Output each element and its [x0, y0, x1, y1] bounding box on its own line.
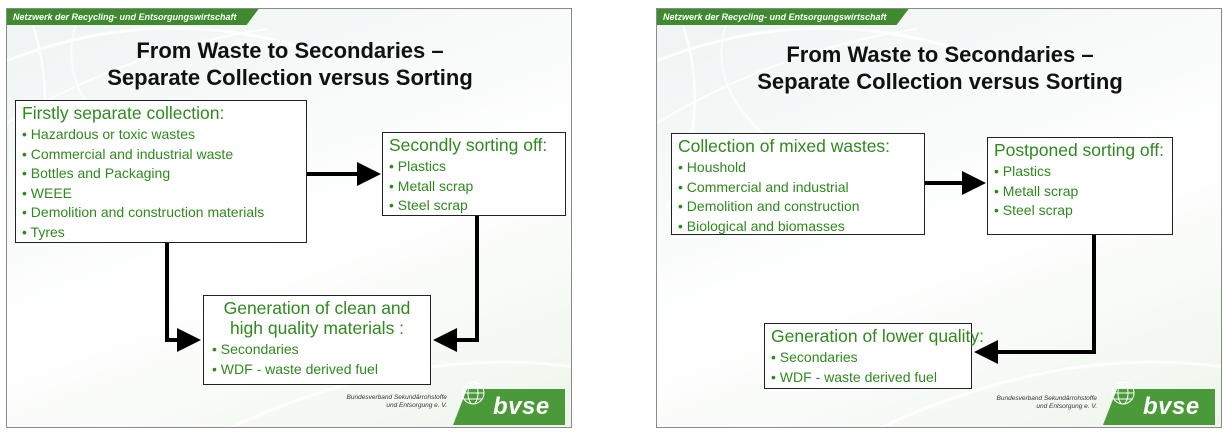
- box-separate-collection: Firstly separate collection: Hazardous o…: [15, 100, 307, 243]
- box-heading: Generation of lower quality:: [771, 326, 985, 346]
- result-list: Secondaries WDF - waste derived fuel: [771, 348, 965, 387]
- network-tag: Netzwerk der Recycling- und Entsorgungsw…: [7, 9, 259, 25]
- slide-mixed-collection: Netzwerk der Recycling- und Entsorgungsw…: [656, 8, 1222, 428]
- list-item: Metall scrap: [389, 177, 559, 197]
- sorting-list: Plastics Metall scrap Steel scrap: [994, 162, 1166, 221]
- box-heading-line-1: Generation of clean and: [223, 298, 411, 318]
- association-line-2: und Entsorgung e. V.: [1036, 403, 1097, 410]
- list-item: Biological and biomasses: [678, 217, 918, 237]
- list-item: Demolition and construction: [678, 197, 918, 217]
- list-item: Tyres: [22, 223, 300, 243]
- network-tag: Netzwerk der Recycling- und Entsorgungsw…: [657, 9, 909, 25]
- logo-wordmark: bvse: [493, 393, 550, 420]
- list-item: WDF - waste derived fuel: [210, 360, 424, 380]
- slide-separate-collection: Netzwerk der Recycling- und Entsorgungsw…: [6, 8, 572, 428]
- list-item: Secondaries: [771, 348, 965, 368]
- association-line-1: Bundesverband Sekundärrohstoffe: [346, 394, 447, 401]
- sorting-list: Plastics Metall scrap Steel scrap: [389, 157, 559, 216]
- list-item: Demolition and construction materials: [22, 203, 300, 223]
- list-item: Steel scrap: [389, 196, 559, 216]
- title-line-1: From Waste to Secondaries –: [786, 42, 1094, 67]
- flow-arrows: [925, 171, 1096, 364]
- logo-wordmark: bvse: [1143, 393, 1200, 420]
- association-name: Bundesverband Sekundärrohstoffe und Ents…: [297, 394, 447, 410]
- list-item: Steel scrap: [994, 201, 1166, 221]
- box-heading: Collection of mixed wastes:: [678, 136, 891, 156]
- association-line-1: Bundesverband Sekundärrohstoffe: [996, 395, 1097, 402]
- list-item: Secondaries: [210, 340, 424, 360]
- list-item: Plastics: [994, 162, 1166, 182]
- arrow-sorting-to-result: [433, 216, 479, 352]
- box-heading: Firstly separate collection:: [22, 103, 225, 123]
- box-heading: Secondly sorting off:: [389, 135, 548, 155]
- globe-icon: [1103, 381, 1215, 425]
- list-item: Commercial and industrial: [678, 178, 918, 198]
- bvse-logo: bvse: [453, 381, 565, 425]
- arrow-collection-to-result: [165, 243, 201, 352]
- title-line-1: From Waste to Secondaries –: [136, 38, 444, 63]
- title-line-2: Separate Collection versus Sorting: [107, 65, 473, 90]
- box-mixed-collection: Collection of mixed wastes: Houshold Com…: [671, 133, 925, 235]
- list-item: Plastics: [389, 157, 559, 177]
- box-clean-materials: Generation of clean and high quality mat…: [203, 295, 431, 385]
- box-postponed-sorting: Postponed sorting off: Plastics Metall s…: [987, 137, 1173, 235]
- list-item: WEEE: [22, 184, 300, 204]
- globe-icon: [453, 381, 565, 425]
- arrow-sorting-to-result: [974, 235, 1096, 364]
- association-name: Bundesverband Sekundärrohstoffe und Ents…: [947, 395, 1097, 411]
- list-item: Hazardous or toxic wastes: [22, 125, 300, 145]
- box-lower-quality: Generation of lower quality: Secondaries…: [764, 323, 985, 389]
- list-item: WDF - waste derived fuel: [771, 368, 965, 388]
- collection-list: Hazardous or toxic wastes Commercial and…: [22, 125, 300, 242]
- box-sorting-off: Secondly sorting off: Plastics Metall sc…: [382, 132, 566, 216]
- collection-list: Houshold Commercial and industrial Demol…: [678, 158, 918, 236]
- box-heading: Postponed sorting off:: [994, 140, 1164, 160]
- slide-title: From Waste to Secondaries – Separate Col…: [7, 37, 571, 91]
- title-line-2: Separate Collection versus Sorting: [757, 69, 1123, 94]
- list-item: Metall scrap: [994, 182, 1166, 202]
- list-item: Commercial and industrial waste: [22, 145, 300, 165]
- result-list: Secondaries WDF - waste derived fuel: [210, 340, 424, 379]
- bvse-logo: bvse: [1103, 381, 1215, 425]
- flow-arrows: [165, 162, 479, 352]
- list-item: Bottles and Packaging: [22, 164, 300, 184]
- association-line-2: und Entsorgung e. V.: [386, 402, 447, 409]
- box-heading-line-2: high quality materials :: [229, 318, 405, 338]
- slide-title: From Waste to Secondaries – Separate Col…: [657, 41, 1221, 95]
- list-item: Houshold: [678, 158, 918, 178]
